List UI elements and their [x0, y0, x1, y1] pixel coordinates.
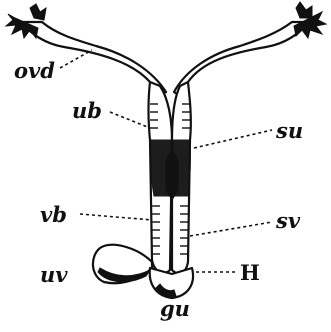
label-gu: gu [160, 296, 190, 321]
urogenital-sinus [150, 268, 193, 298]
label-H: H [240, 260, 260, 285]
tube-junction [166, 150, 178, 200]
urinary-vesicle [93, 245, 152, 283]
label-su: su [275, 118, 303, 143]
label-sv: sv [275, 208, 301, 233]
label-ub: ub [72, 98, 102, 123]
label-vb: vb [40, 202, 67, 227]
right-oviduct [174, 2, 326, 96]
label-uv: uv [40, 262, 68, 287]
label-ovd: ovd [14, 58, 55, 83]
